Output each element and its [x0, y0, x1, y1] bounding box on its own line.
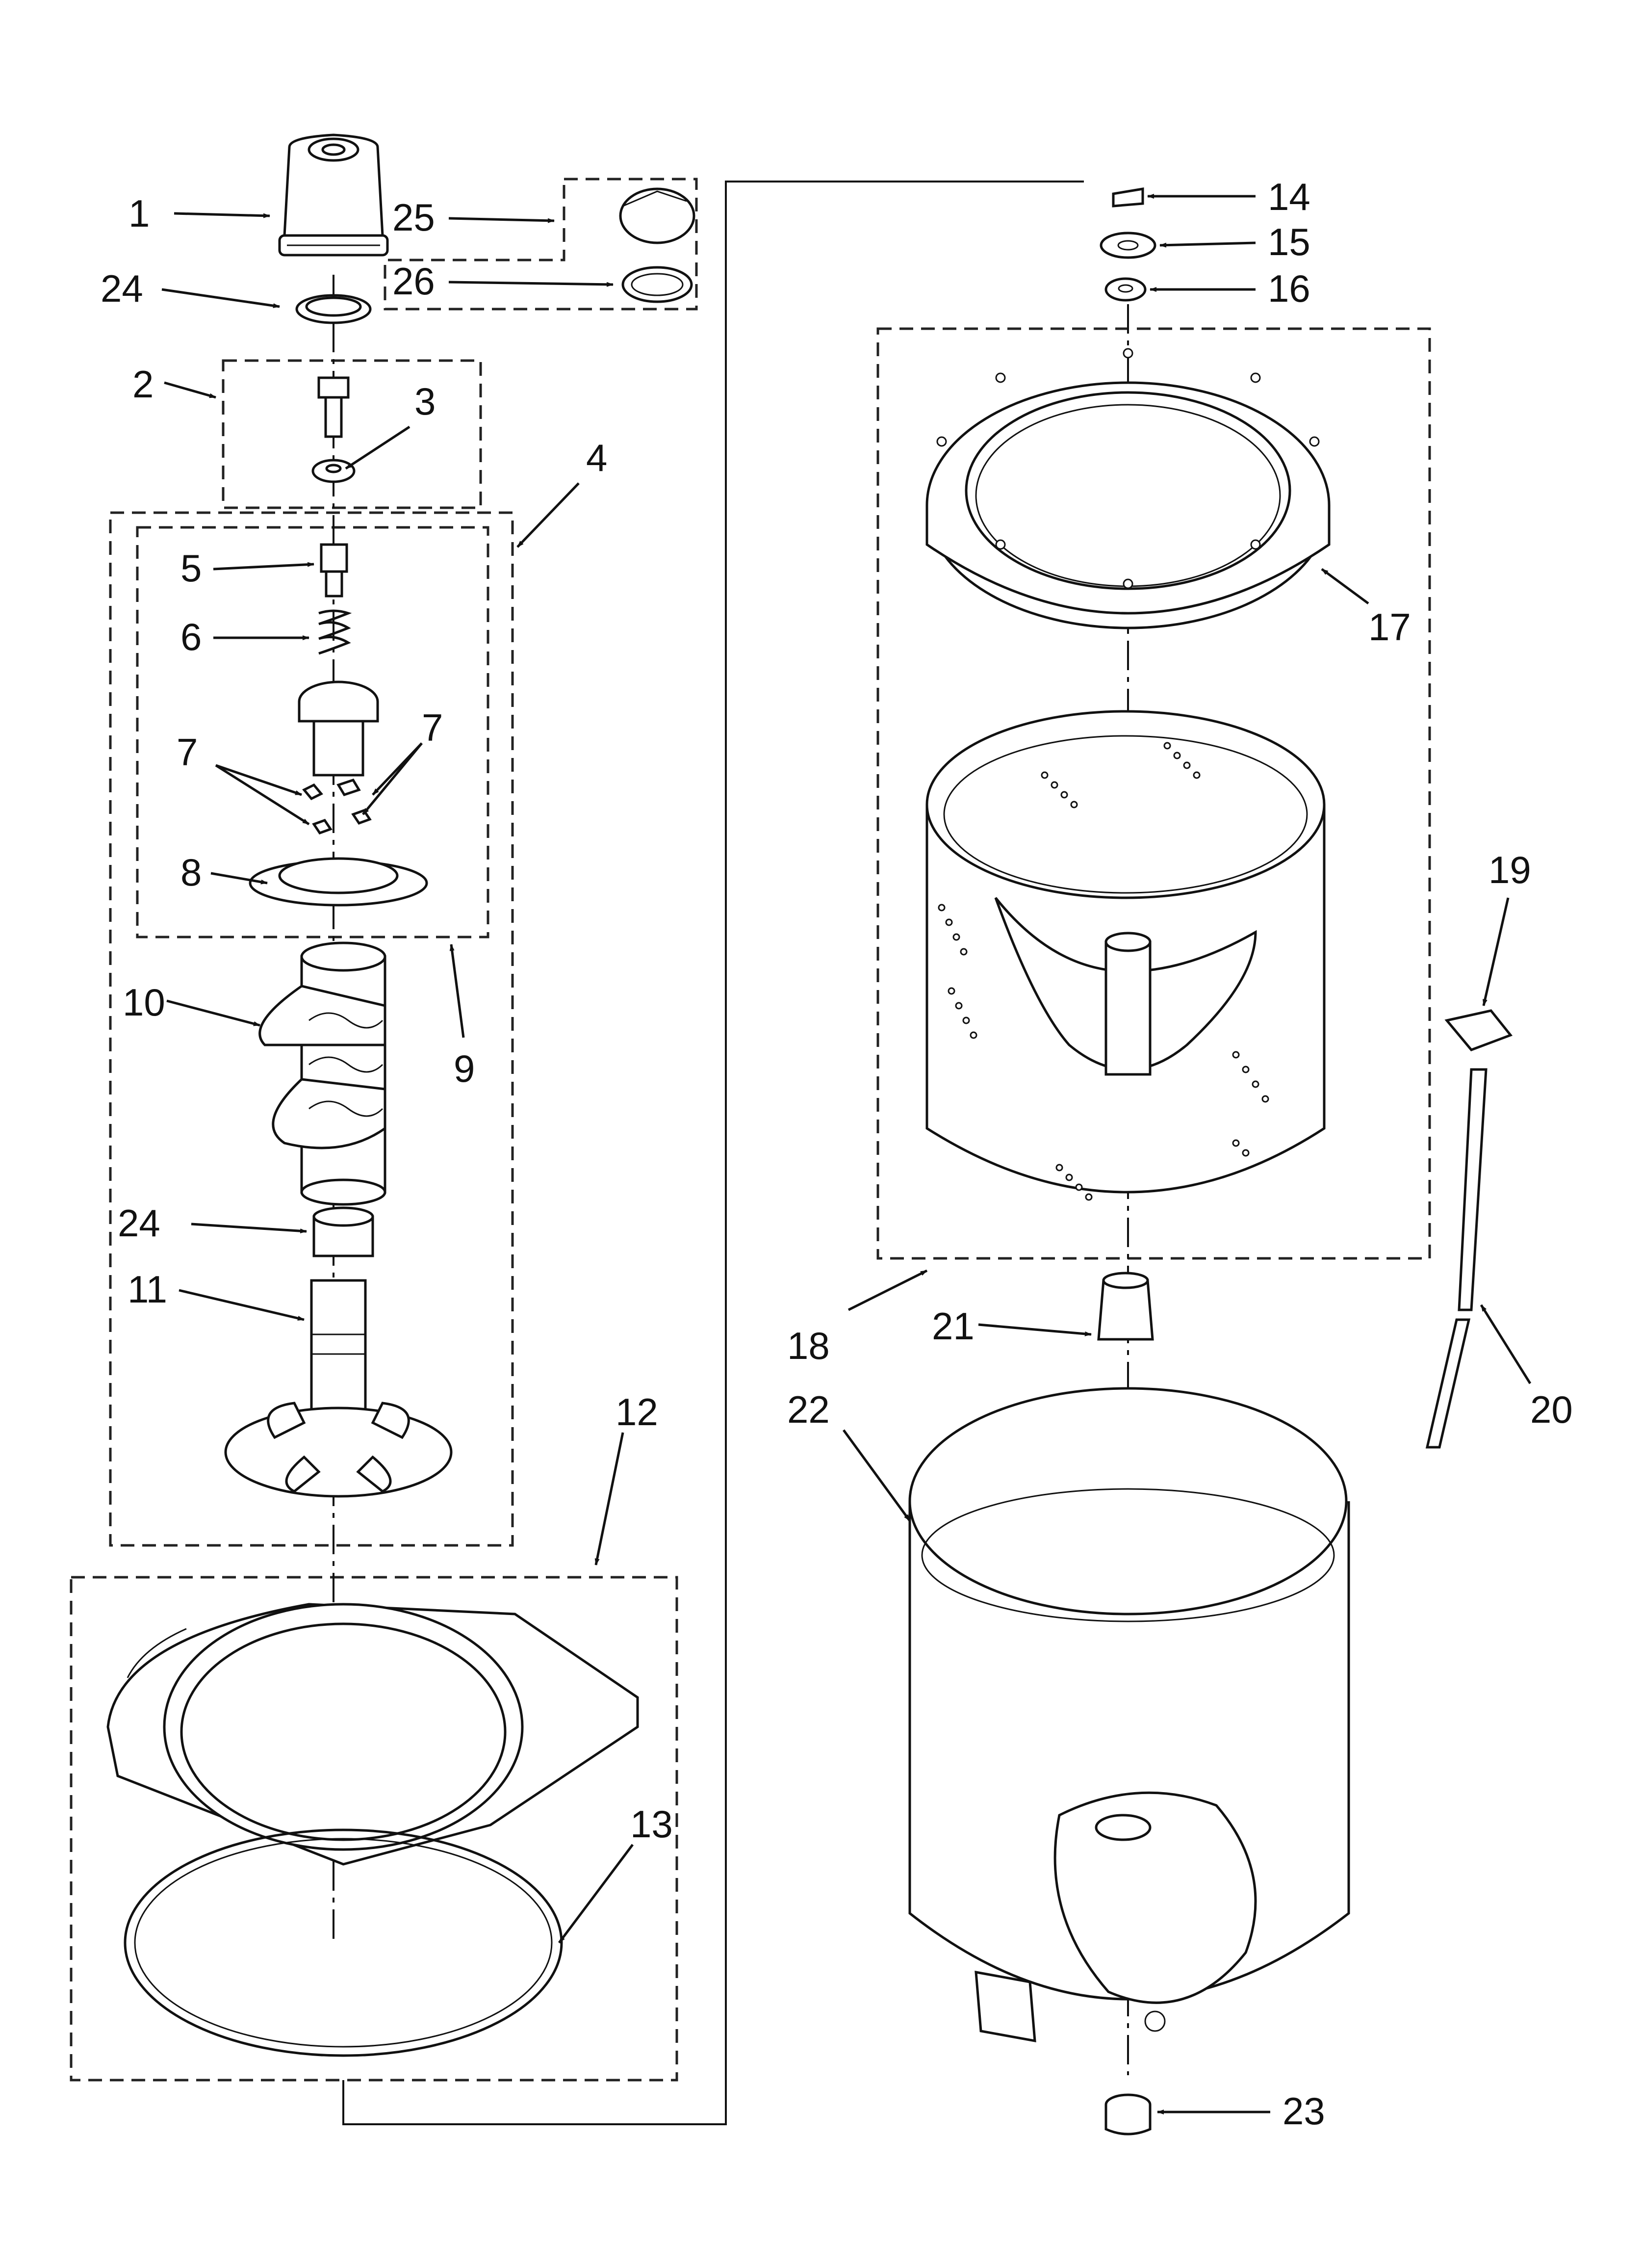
group-box-18	[876, 327, 1431, 1260]
group-box-4	[109, 511, 514, 1547]
callout-16: 16	[1268, 267, 1310, 310]
assembly-connector-line	[342, 181, 1084, 2125]
part-14-clip	[1112, 187, 1144, 208]
callout-17: 17	[1368, 605, 1411, 649]
callout-6: 6	[180, 615, 202, 658]
part-18-basket	[925, 710, 1326, 1201]
part-25-cover	[619, 187, 695, 244]
callout-24-mid: 24	[118, 1201, 160, 1245]
part-2-bolt	[317, 376, 350, 438]
callout-24-top: 24	[101, 267, 143, 310]
callout-1: 1	[128, 192, 150, 235]
callout-19: 19	[1488, 848, 1531, 891]
callout-18: 18	[787, 1324, 830, 1367]
part-22-outer-tub	[908, 1387, 1350, 2043]
part-24-bearing	[312, 1206, 374, 1257]
callout-25: 25	[392, 196, 435, 239]
part-23-plug	[1104, 2093, 1152, 2136]
callout-8: 8	[180, 851, 202, 894]
group-box-9	[136, 526, 489, 938]
part-19-hose-clip	[1444, 1009, 1513, 1051]
part-11-agitator-base	[224, 1279, 453, 1498]
callout-7-right: 7	[422, 706, 443, 749]
callout-20: 20	[1530, 1388, 1573, 1431]
callout-12: 12	[616, 1390, 658, 1434]
callout-9: 9	[454, 1047, 475, 1090]
part-26-gasket	[621, 266, 693, 303]
part-1-agitator-cap	[278, 133, 389, 257]
part-5-cam	[320, 543, 348, 598]
part-20-hose	[1425, 1068, 1488, 1449]
callout-14: 14	[1268, 175, 1310, 218]
part-8-cam-plate	[249, 857, 428, 907]
callout-22: 22	[787, 1388, 830, 1431]
callout-21: 21	[932, 1304, 975, 1348]
part-15-plate	[1100, 232, 1156, 259]
part-3-washer	[311, 459, 356, 483]
part-7-dogs	[302, 778, 372, 835]
callout-4: 4	[586, 436, 607, 479]
callout-13: 13	[630, 1802, 673, 1846]
group-box-2	[222, 359, 482, 509]
group-box-25-26	[384, 178, 698, 311]
callout-15: 15	[1268, 220, 1310, 263]
part-21-hub	[1097, 1272, 1154, 1341]
callout-26: 26	[392, 260, 435, 303]
part-16-nut	[1104, 277, 1147, 302]
callout-labels: 1 24 2 3 4 5 6 7 7 8 9 10 24 11 12 13 25…	[101, 175, 1573, 2133]
basket-perforations	[938, 742, 1269, 1201]
part-24-ring-top	[295, 294, 372, 324]
part-6-spring	[318, 609, 352, 655]
callout-23: 23	[1283, 2089, 1325, 2133]
callout-2: 2	[132, 363, 154, 406]
part-agitator-dog-housing	[298, 680, 379, 777]
leader-arrows	[161, 194, 1532, 2114]
group-box-12	[70, 1576, 678, 2082]
part-10-auger	[258, 941, 386, 1206]
callout-11: 11	[128, 1268, 167, 1311]
part-12-tub-ring	[106, 1603, 639, 1866]
callout-7-left: 7	[177, 730, 198, 774]
callout-10: 10	[123, 981, 165, 1024]
part-17-balance-ring	[925, 348, 1331, 629]
callout-3: 3	[414, 380, 436, 423]
callout-5: 5	[180, 547, 202, 590]
